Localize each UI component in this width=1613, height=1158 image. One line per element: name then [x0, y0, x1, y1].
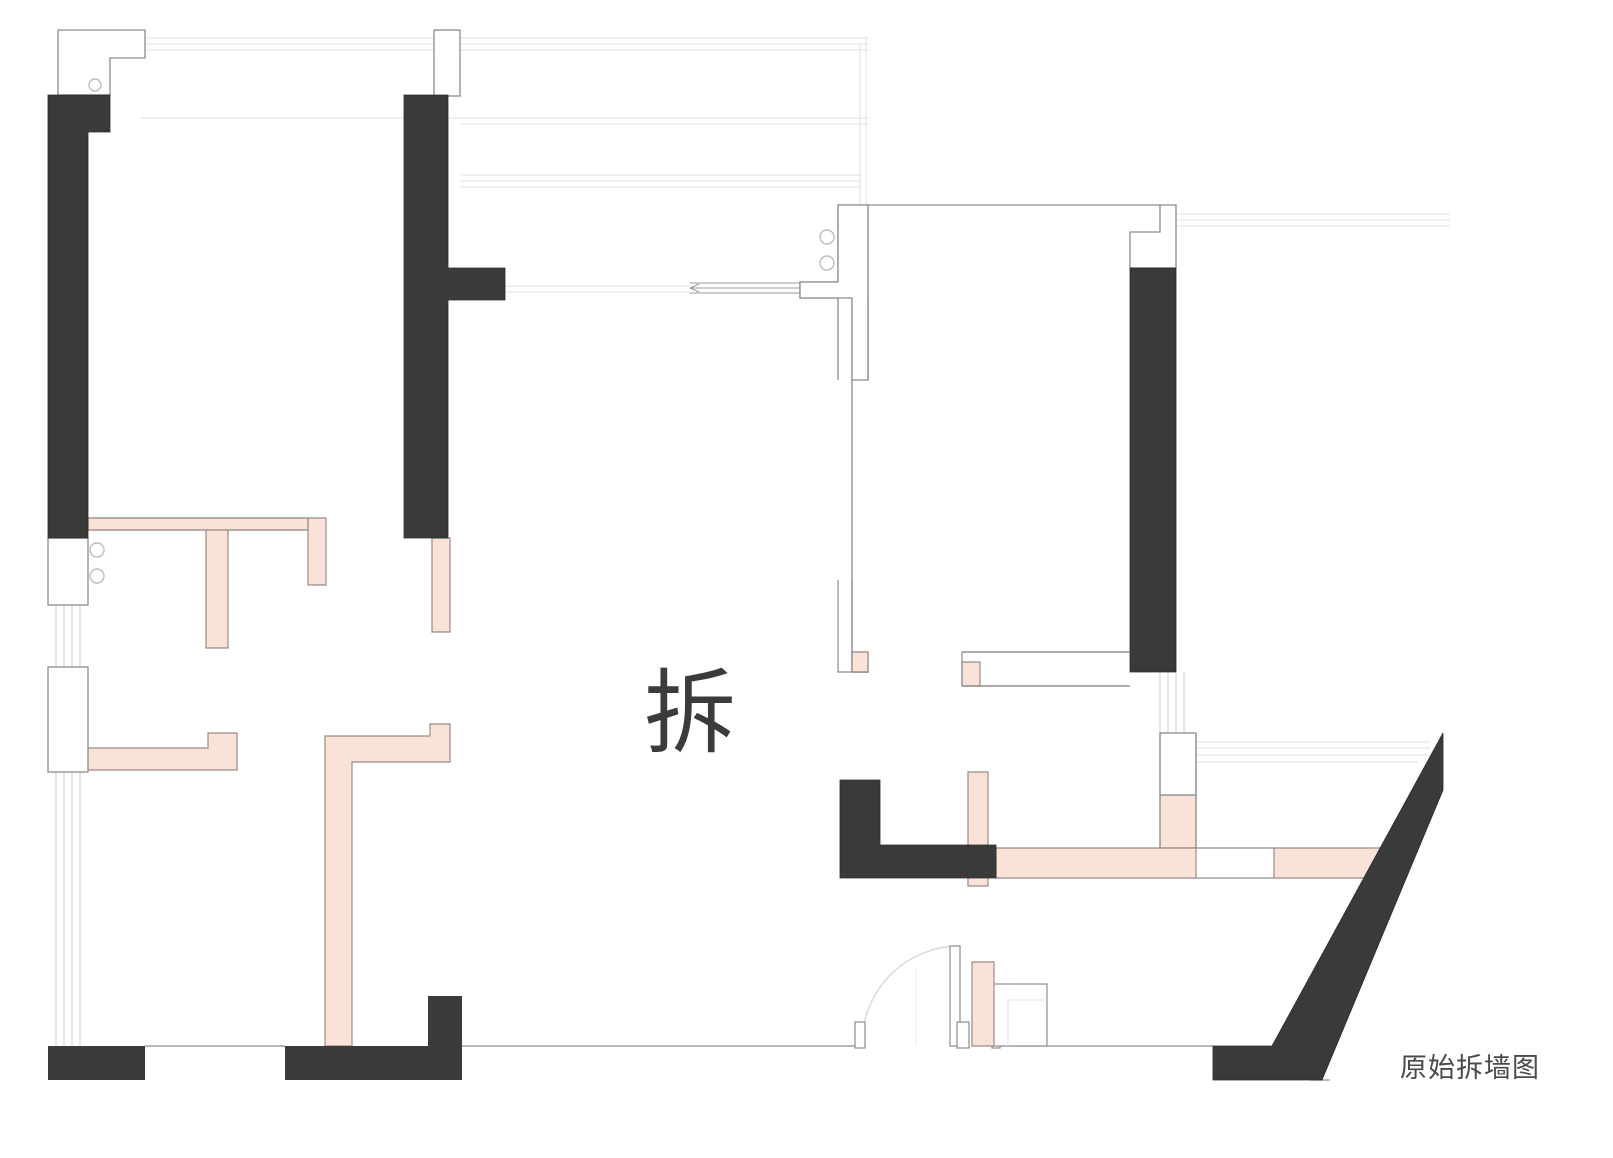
- retained-walls-outline: [47, 94, 1444, 1081]
- demo-wall-right-horizontal-a: [995, 847, 1197, 879]
- retained-walls-layer: [48, 95, 1443, 1080]
- faint-guide-lines: [110, 37, 1450, 763]
- wall-right-upper-vertical: [1130, 268, 1176, 672]
- entry-door-group: [854, 945, 1048, 1049]
- pipe-circle-left-1: [89, 542, 105, 558]
- pipe-circle-col-2: [819, 255, 835, 271]
- left-facade-mullions: [55, 605, 81, 1046]
- structural-column-upper-middle: [799, 204, 869, 381]
- demolished-walls-layer: [77, 517, 1381, 1047]
- window-right-top: [1129, 204, 1177, 269]
- demo-wall-kitchen-right-stub: [307, 517, 327, 586]
- door-jamb-right: [956, 1021, 970, 1049]
- door-swing-arc: [861, 945, 958, 1041]
- window-bedroom1-top: [433, 29, 461, 97]
- right-facade-mullions: [1159, 672, 1185, 733]
- demo-wall-right-vertical-short: [1159, 794, 1197, 849]
- wall-bottom-mid-seg: [285, 996, 462, 1080]
- pipe-circle-col-1: [819, 229, 835, 245]
- window-left-mid-upper: [47, 537, 89, 606]
- pipe-circles-layer: [88, 78, 835, 584]
- pipe-leader-arrow: [689, 282, 800, 294]
- demo-wall-bedroom1-door-stub: [431, 537, 451, 633]
- demo-wall-kitchen-top-horizontal: [87, 517, 309, 531]
- wall-bottom-left-seg: [48, 1046, 145, 1080]
- door-leaf: [949, 945, 961, 1047]
- plan-title: 原始拆墙图: [1400, 1053, 1540, 1084]
- wall-left-upper-vertical: [48, 95, 110, 538]
- demo-wall-balcony-nub-left: [961, 661, 981, 687]
- demo-wall-kitchen-divider: [205, 529, 229, 649]
- demo-wall-bottom-entry-stub: [971, 961, 995, 1047]
- center-demolish-mark: 拆: [644, 660, 736, 767]
- pipe-circle-top-left-1: [88, 78, 102, 92]
- door-jamb-left: [854, 1021, 866, 1049]
- windows-layer: [47, 29, 1197, 796]
- wall-mid-right-L: [840, 780, 996, 878]
- pipe-circle-left-2: [89, 568, 105, 584]
- window-right-lower: [1159, 732, 1197, 796]
- interior-thin-dividers: [837, 580, 1197, 848]
- wall-angled-right: [1213, 733, 1443, 1080]
- demo-wall-balcony-nub-right: [851, 651, 869, 673]
- window-left-mid-lower: [47, 666, 89, 773]
- wall-bedroom1-right-vertical: [404, 95, 505, 538]
- entry-cabinet: [991, 983, 1048, 1047]
- demo-wall-right-horizontal-b: [1273, 847, 1381, 879]
- demo-wall-left-lower-horizontal: [77, 732, 238, 771]
- entry-cabinet-inner: [1007, 999, 1047, 1046]
